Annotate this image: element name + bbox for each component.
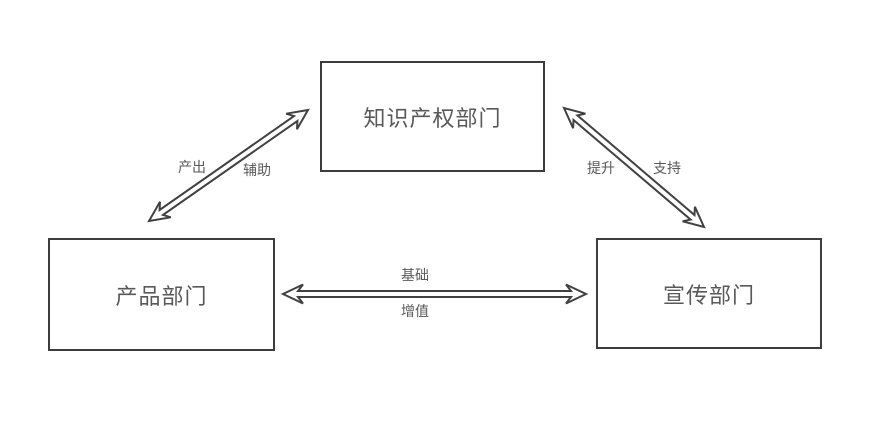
node-product-label: 产品部门 (115, 283, 208, 309)
node-publicity-dept: 宣传部门 (596, 238, 822, 349)
node-intellectual-property-label: 知识产权部门 (363, 105, 502, 131)
edge-label-support: 支持 (653, 160, 681, 176)
edge-label-added-value: 增值 (401, 303, 429, 319)
connector-product-publicity-double-arrow (280, 283, 589, 305)
edge-label-output: 产出 (178, 159, 206, 175)
edge-label-basis: 基础 (401, 267, 429, 283)
node-intellectual-property-dept: 知识产权部门 (320, 61, 545, 172)
connector-ip-publicity-double-arrow (562, 106, 706, 229)
edge-label-assist: 辅助 (243, 162, 271, 178)
node-publicity-label: 宣传部门 (662, 282, 755, 308)
connector-product-ip-double-arrow (147, 108, 310, 223)
edge-label-improve: 提升 (587, 160, 615, 176)
node-product-dept: 产品部门 (48, 238, 275, 351)
